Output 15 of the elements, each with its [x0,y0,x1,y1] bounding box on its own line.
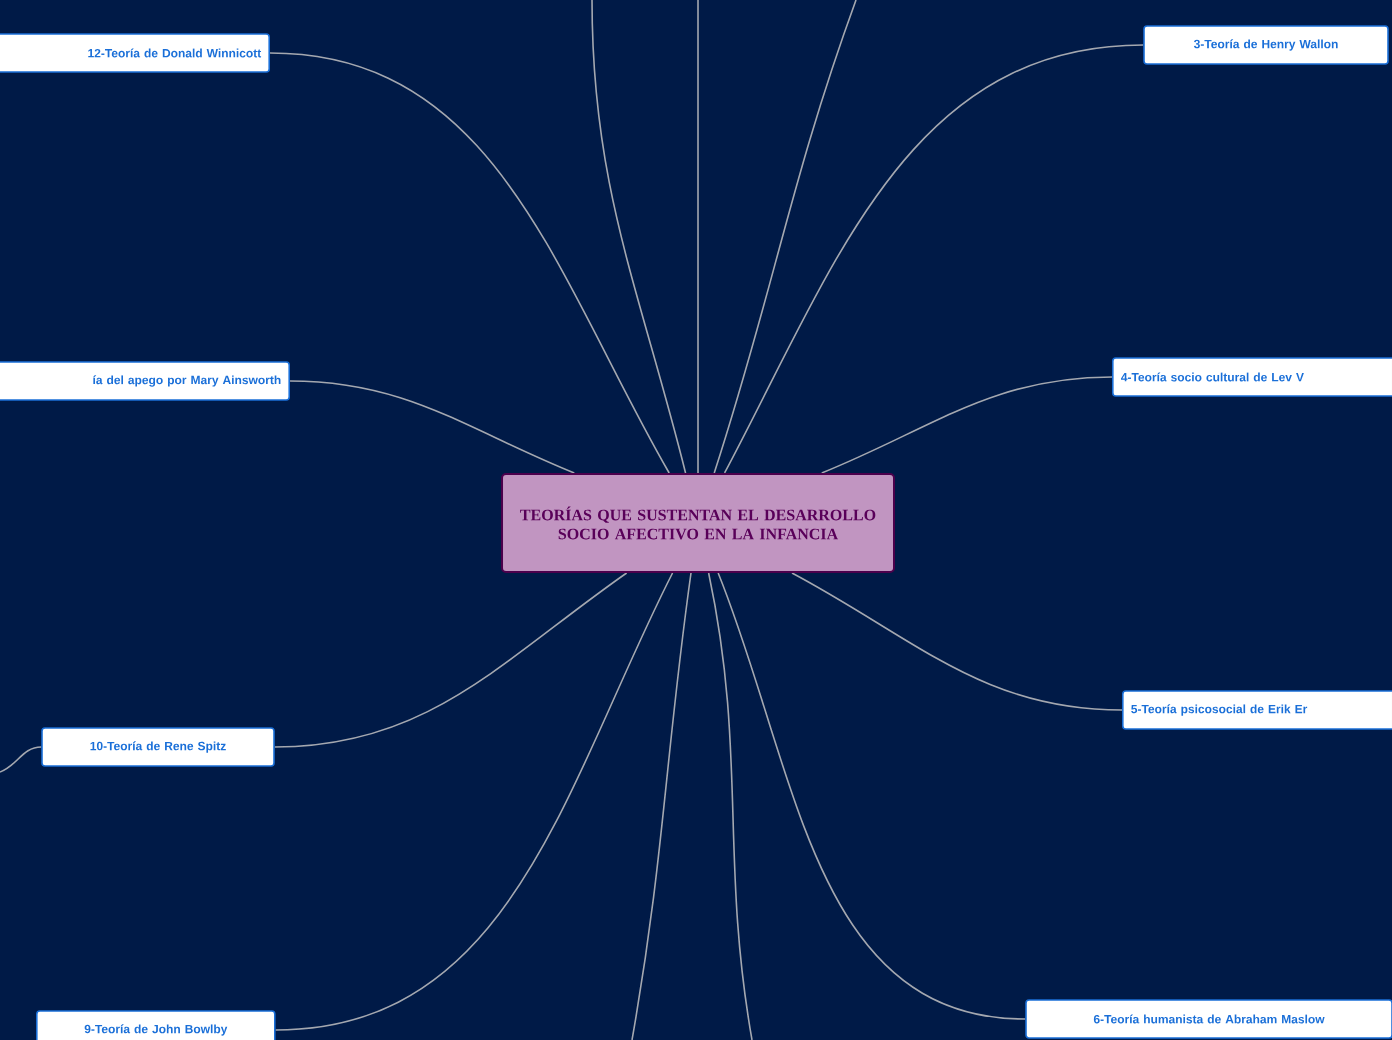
connector-line [697,0,699,474]
connector-line [274,572,674,1031]
connector-line [707,572,753,1040]
connector-line [591,0,687,474]
central-topic-box: TEORÍAS QUE SUSTENTAN EL DESARROLLO SOCIO AFECTIVO EN LA INFANCIA [501,473,895,573]
connector-line [631,572,692,1040]
connector-line [791,572,1123,711]
connector-line [289,380,576,474]
connector-line [274,572,628,748]
connector-line [717,572,1026,1020]
connector-line [820,376,1113,474]
connector-line [723,44,1144,474]
connector-line [269,52,670,474]
connector-line [0,746,42,773]
connector-line [713,0,857,474]
